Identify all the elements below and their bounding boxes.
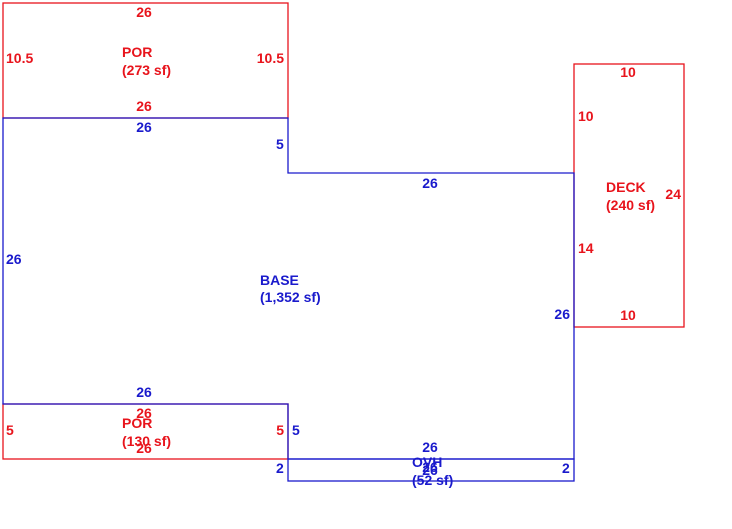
- ovh-outline: [287, 458, 575, 482]
- base-name: BASE: [260, 272, 299, 288]
- ovh-dim-bottom: 26: [422, 462, 438, 478]
- ovh-dim-right: 2: [562, 460, 570, 476]
- por-top-dim-left: 10.5: [6, 50, 33, 66]
- por-top-area: (273 sf): [122, 62, 171, 78]
- base-dim-bottom-step: 5: [292, 422, 300, 438]
- deck-dim-right: 24: [665, 186, 681, 202]
- deck-dim-bottom: 10: [620, 307, 636, 323]
- deck-dim-left-lower: 14: [578, 240, 594, 256]
- deck-name: DECK: [606, 179, 646, 195]
- por-top-dim-top: 26: [136, 4, 152, 20]
- base-dim-top: 26: [136, 119, 152, 135]
- deck-dim-left-upper: 10: [578, 108, 594, 124]
- por-bottom-area: (130 sf): [122, 433, 171, 449]
- base-dim-bottom-right: 26: [422, 439, 438, 455]
- ovh-dim-left: 2: [276, 460, 284, 476]
- ovh-name: OVH: [412, 454, 442, 470]
- base-dim-right: 26: [554, 306, 570, 322]
- deck-area: (240 sf): [606, 197, 655, 213]
- por-top-dim-bottom: 26: [136, 98, 152, 114]
- ovh-area: (52 sf): [412, 472, 453, 488]
- por-bottom-dim-left: 5: [6, 422, 14, 438]
- por-bottom-dim-top: 26: [136, 405, 152, 421]
- por-bottom-name: POR: [122, 415, 152, 431]
- ovh-dim-top: 26: [422, 459, 438, 475]
- base-dim-step-top: 26: [422, 175, 438, 191]
- base-dim-left: 26: [6, 251, 22, 267]
- por-bottom-dim-bottom: 26: [136, 440, 152, 456]
- base-area: (1,352 sf): [260, 289, 321, 305]
- base-dim-step: 5: [276, 136, 284, 152]
- por-top-name: POR: [122, 44, 152, 60]
- por-bottom-dim-right: 5: [276, 422, 284, 438]
- por-top-dim-right: 10.5: [257, 50, 284, 66]
- deck-dim-top: 10: [620, 64, 636, 80]
- base-dim-bottom-left: 26: [136, 384, 152, 400]
